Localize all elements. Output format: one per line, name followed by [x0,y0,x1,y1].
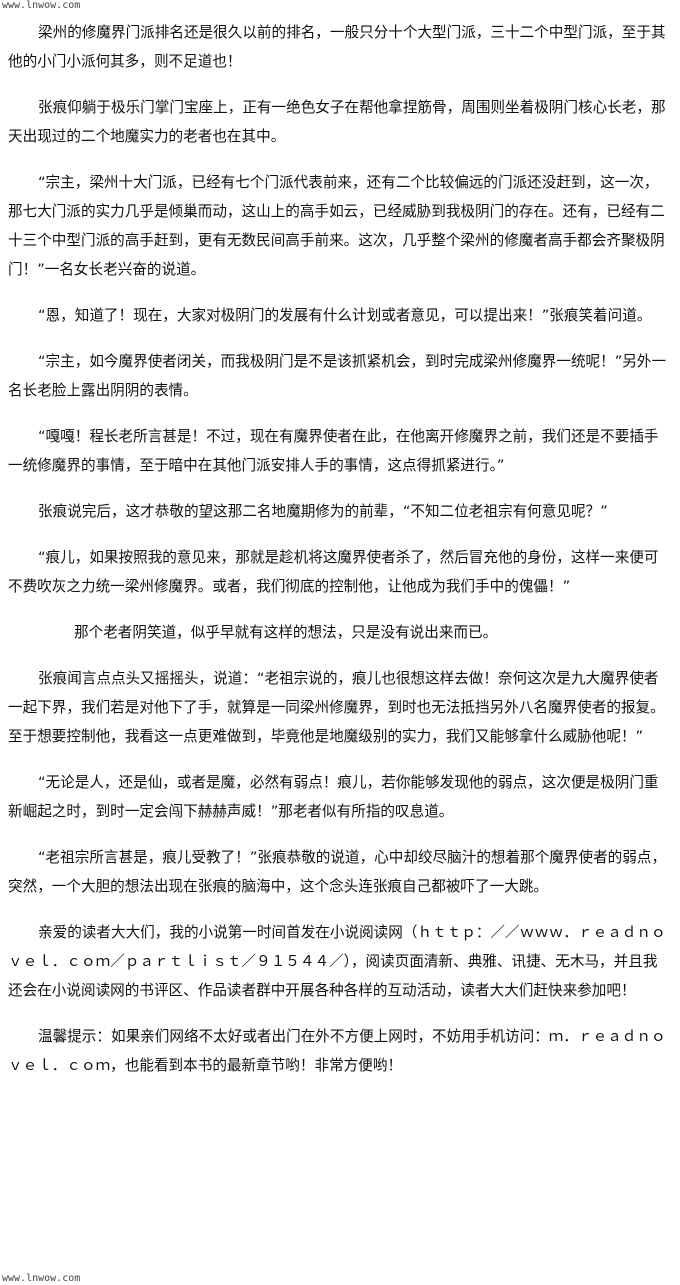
watermark-top: www.lnwow.com [2,0,81,11]
paragraph: 张痕说完后，这才恭敬的望这那二名地魔期修为的前辈，“不知二位老祖宗有何意见呢？” [38,503,608,520]
watermark-bottom: www.lnwow.com [2,1273,81,1284]
paragraph: 张痕闻言点点头又摇摇头，说道：“老祖宗说的，痕儿也很想这样去做！奈何这次是九大魔… [8,670,665,745]
paragraph: “痕儿，如果按照我的意见来，那就是趁机将这魔界使者杀了，然后冒充他的身份，这样一… [8,549,659,595]
paragraph: “宗主，如今魔界使者闭关，而我极阴门是不是该抓紧机会，到时完成梁州修魔界一统呢！… [8,353,667,399]
paragraph: 温馨提示：如果亲们网络不太好或者出门在外不方便上网时，不妨用手机访问：ｍ．ｒｅａ… [8,1028,666,1074]
paragraph: “老祖宗所言甚是，痕儿受教了！”张痕恭敬的说道，心中却绞尽脑汁的想着那个魔界使者… [8,849,667,895]
paragraph: 张痕仰躺于极乐门掌门宝座上，正有一绝色女子在帮他拿捏筋骨，周围则坐着极阴门核心长… [8,99,666,145]
paragraph: 梁州的修魔界门派排名还是很久以前的排名，一般只分十个大型门派，三十二个中型门派，… [8,24,666,70]
paragraph: 亲爱的读者大大们，我的小说第一时间首发在小说阅读网（ｈｔｔｐ：／／ｗｗｗ．ｒｅａ… [8,924,666,999]
chapter-body: 梁州的修魔界门派排名还是很久以前的排名，一般只分十个大型门派，三十二个中型门派，… [8,18,672,1080]
paragraph: “嘎嘎！程长老所言甚是！不过，现在有魔界使者在此，在他离开修魔界之前，我们还是不… [8,428,659,474]
paragraph: 那个老者阴笑道，似乎早就有这样的想法，只是没有说出来而已。 [74,624,498,641]
paragraph: “无论是人，还是仙，或者是魔，必然有弱点！痕儿，若你能够发现他的弱点，这次便是极… [8,774,659,820]
paragraph: “恩，知道了！现在，大家对极阴门的发展有什么计划或者意见，可以提出来！”张痕笑着… [38,307,652,324]
paragraph: “宗主，梁州十大门派，已经有七个门派代表前来，还有二个比较偏远的门派还没赶到，这… [8,174,665,278]
